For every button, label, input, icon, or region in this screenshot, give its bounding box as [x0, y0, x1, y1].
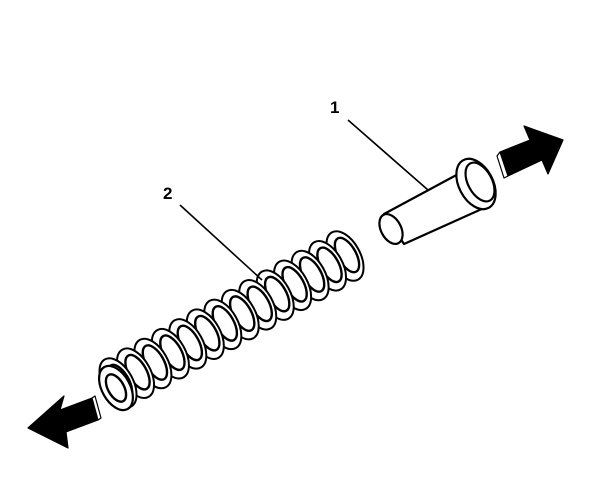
arrow-left-icon [27, 395, 102, 449]
pin-head-rim [464, 161, 496, 203]
leader-line-spring [179, 204, 263, 281]
spring-end-opening [104, 373, 128, 403]
leader-line-pin [347, 119, 429, 191]
callout-label-spring: 2 [163, 184, 172, 203]
pin-end [378, 213, 404, 245]
spring [98, 230, 365, 412]
callout-label-pin: 1 [330, 98, 339, 117]
pin [378, 157, 497, 246]
arrow-right-icon [496, 125, 564, 179]
